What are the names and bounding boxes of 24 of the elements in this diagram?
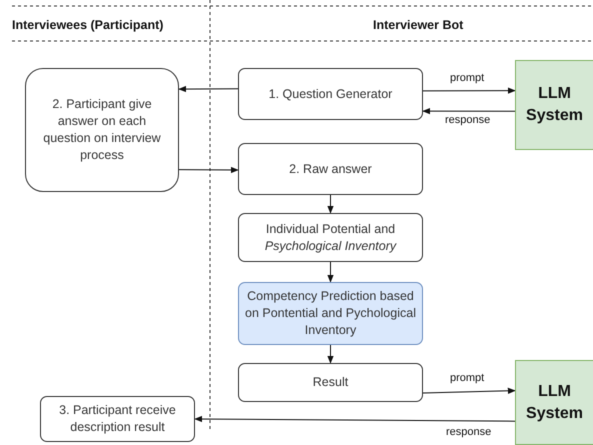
edge-label: prompt [448, 72, 486, 85]
lane-header: Interviewees (Participant) [12, 18, 164, 32]
system-box: LLM System [515, 360, 593, 445]
process-box: 2. Participant give answer on each question on interview process [25, 68, 179, 192]
lane-header: Interviewer Bot [373, 18, 464, 32]
process-box: Competency Prediction based on Pontential and Pychological Inventory [238, 282, 423, 345]
arrow [194, 416, 516, 422]
edge-label: response [443, 114, 492, 127]
arrow [178, 166, 239, 174]
process-box: Individual Potential and Psychological Inventory [238, 213, 423, 262]
arrow [327, 262, 334, 283]
edge-label: prompt [448, 372, 486, 385]
arrow [422, 108, 516, 114]
arrow [422, 388, 516, 394]
arrow [178, 86, 238, 92]
process-box: 1. Question Generator [238, 68, 423, 120]
arrow [327, 344, 334, 364]
process-box: Result [238, 363, 423, 402]
process-box: 3. Participant receive description result [40, 396, 195, 442]
process-box: 2. Raw answer [238, 143, 423, 195]
arrow [327, 194, 334, 214]
system-box: LLM System [515, 60, 593, 150]
edge-label: response [444, 426, 494, 439]
arrow [422, 87, 516, 94]
